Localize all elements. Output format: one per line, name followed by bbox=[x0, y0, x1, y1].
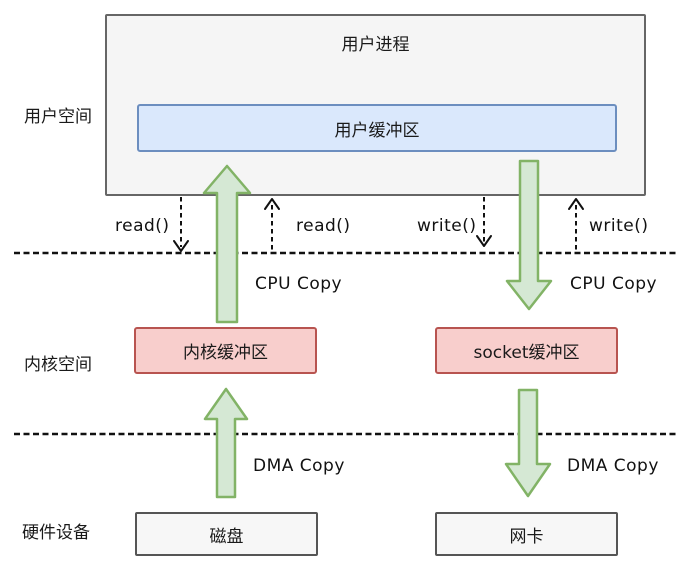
dma-copy-up-arrow bbox=[203, 387, 249, 499]
socket-buffer-box: socket缓冲区 bbox=[435, 327, 618, 374]
nic-label: 网卡 bbox=[509, 526, 544, 547]
disk-box: 磁盘 bbox=[135, 512, 318, 556]
read-return-label: read() bbox=[296, 216, 351, 236]
cpu-copy-left-label: CPU Copy bbox=[255, 274, 343, 294]
dma-copy-left-label: DMA Copy bbox=[253, 456, 345, 476]
nic-box: 网卡 bbox=[435, 512, 618, 556]
cpu-copy-right-label: CPU Copy bbox=[570, 274, 658, 294]
disk-label: 磁盘 bbox=[209, 526, 244, 547]
kernel-buffer-box: 内核缓冲区 bbox=[134, 327, 317, 374]
write-enter-arrow bbox=[476, 197, 492, 247]
hardware-label: 硬件设备 bbox=[22, 523, 90, 543]
read-enter-label: read() bbox=[115, 216, 170, 236]
write-enter-label: write() bbox=[417, 216, 477, 236]
write-return-arrow bbox=[568, 198, 584, 253]
kernel-space-label: 内核空间 bbox=[24, 355, 92, 375]
dma-copy-down-arrow bbox=[504, 388, 552, 498]
user-buffer-label: 用户缓冲区 bbox=[334, 120, 420, 141]
dma-copy-right-label: DMA Copy bbox=[567, 456, 659, 476]
socket-buffer-label: socket缓冲区 bbox=[473, 343, 580, 363]
read-return-arrow bbox=[264, 198, 280, 253]
user-process-label: 用户进程 bbox=[341, 35, 410, 55]
read-enter-arrow bbox=[173, 197, 189, 252]
user-buffer-box: 用户缓冲区 bbox=[137, 104, 617, 152]
user-space-label: 用户空间 bbox=[24, 107, 92, 127]
write-return-label: write() bbox=[589, 216, 649, 236]
kernel-buffer-label: 内核缓冲区 bbox=[183, 343, 268, 363]
